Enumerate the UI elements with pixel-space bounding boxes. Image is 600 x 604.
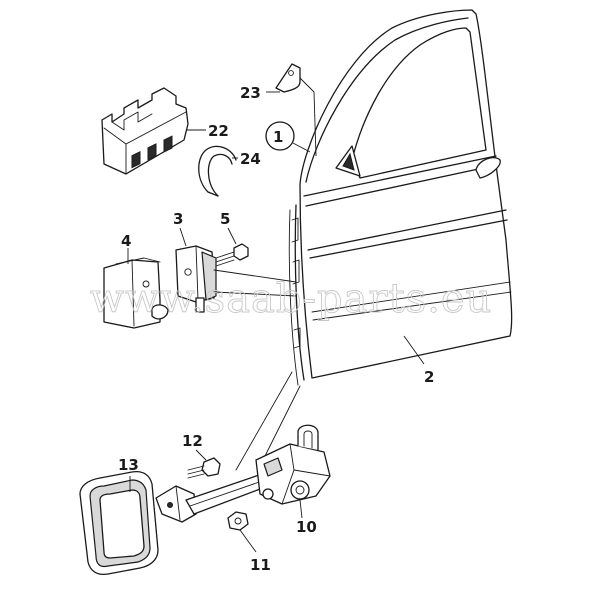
callout-11: 11 [250,556,271,574]
assembly-marker [265,121,311,153]
door-check-seal [79,470,159,576]
door-hinge-plate [103,248,169,329]
mirror-patch [266,63,317,157]
callout-24: 24 [240,150,261,168]
strap-bolt [187,449,221,479]
callout-10: 10 [296,518,317,536]
door-hinge [175,227,217,313]
insulation-block [101,87,206,175]
callout-5: 5 [220,210,230,228]
callout-4: 4 [121,232,131,250]
door-panel [288,9,513,386]
callout-13: 13 [118,456,139,474]
callout-23: 23 [240,84,261,102]
hinge-bolt [215,227,249,267]
door-check-strap [155,371,331,523]
callout-2: 2 [424,368,434,386]
callout-12: 12 [182,432,203,450]
callout-22: 22 [208,122,229,140]
callout-3: 3 [173,210,183,228]
watermark-text: www.saab-parts.eu [90,276,492,322]
u-clip [198,145,238,197]
callout-1: 1 [273,128,283,146]
strap-nut [227,511,257,553]
